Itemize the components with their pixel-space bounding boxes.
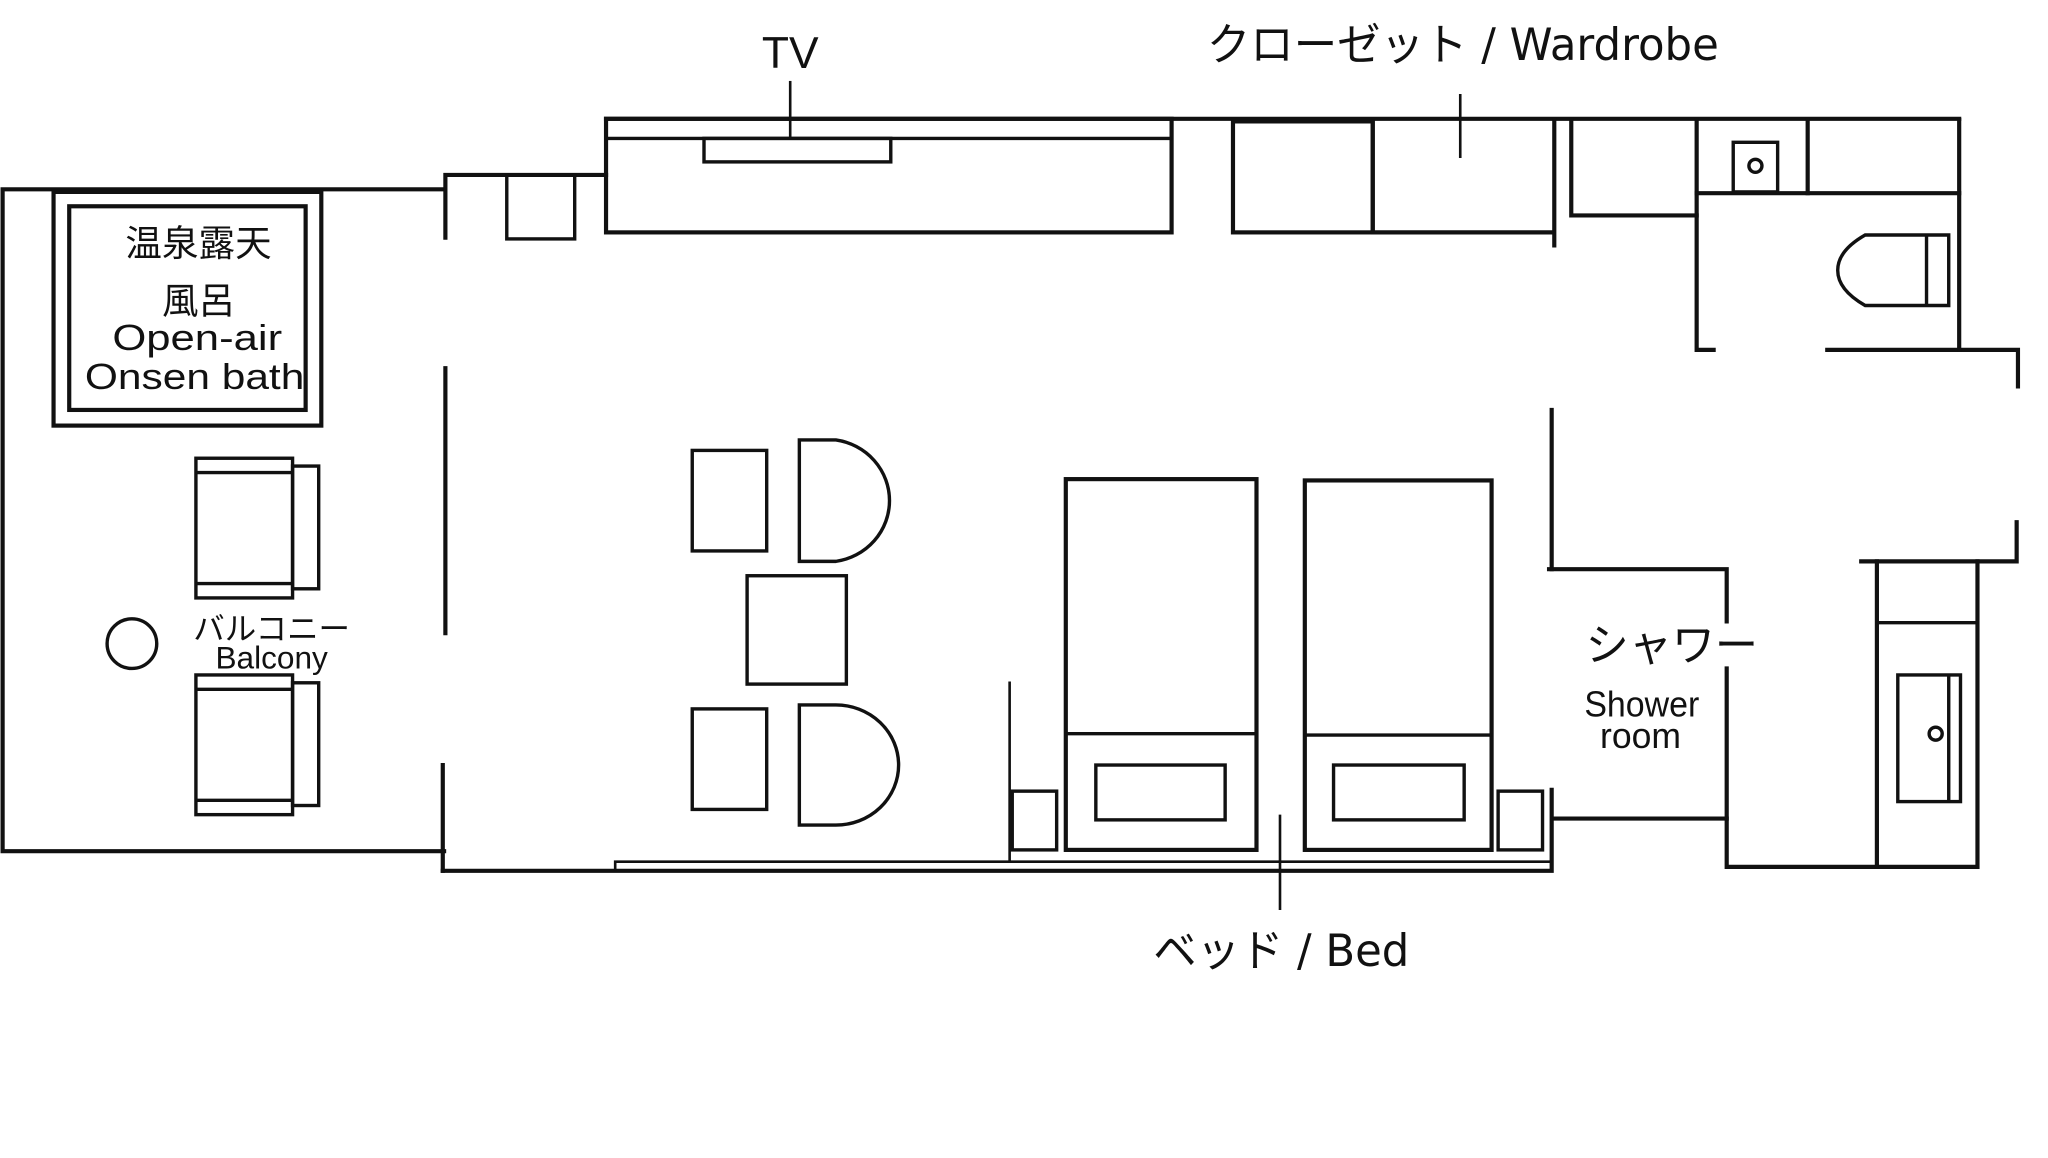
chair-bottom-left [690,707,769,812]
balcony-side-table [105,617,159,671]
toilet-room [1569,118,2021,389]
armchair-bottom [797,703,901,827]
balcony-wall [0,187,447,854]
balcony-chair-top [194,456,321,600]
pillow-right [1331,763,1466,822]
small-cabinet [505,173,577,241]
wardrobe-label: クローゼット / Wardrobe [1207,20,1719,71]
toilet-icon [1836,233,1951,308]
faucet-icon [1927,725,1944,742]
onsen-label-jp-2: 風呂 [162,279,235,322]
bed-left [1063,477,1259,852]
tv-icon [702,136,893,164]
balcony-label-jp: バルコニー [193,612,350,648]
onsen-label-jp-1: 温泉露天 [125,222,271,265]
shower-label-en-2: room [1600,715,1681,756]
room-walls [440,116,1962,873]
onsen-label-en-1: Open-air [112,317,282,358]
nightstand-right [1496,789,1545,852]
wardrobe: クローゼット / Wardrobe [1207,20,1719,235]
toilet-sink [1731,140,1780,194]
tv-cabinet [603,116,1174,235]
sink-drain-icon [1747,157,1764,175]
nightstand-left [1010,789,1059,852]
shower-label-jp: シャワー [1586,621,1758,672]
wardrobe-left [1230,119,1375,235]
balcony-area: 温泉露天 風呂 Open-air Onsen bath バルコニー Balcon… [0,187,447,854]
balcony-label-en: Balcony [216,640,329,675]
onsen-bath-outer [51,189,324,428]
shower-room: シャワー Shower room [1546,520,2019,869]
shower-label-en-1: Shower [1584,684,1699,725]
pillow-left [1094,763,1227,822]
table [745,574,849,686]
tv-label: TV [762,29,819,78]
washbasin [1896,673,1963,804]
onsen-bath: 温泉露天 風呂 Open-air Onsen bath [51,189,324,428]
bed-label: ベッド / Bed [1153,926,1409,977]
dining-set [690,438,901,827]
chair-top-left [690,448,769,553]
balcony-chair-bottom [194,673,321,817]
vanity [1859,559,1980,869]
armchair-top [797,438,892,564]
tv-unit: TV [603,29,1174,235]
onsen-label-en-2: Onsen bath [85,356,304,397]
onsen-bath-inner [67,204,308,413]
bed-right [1302,478,1494,852]
